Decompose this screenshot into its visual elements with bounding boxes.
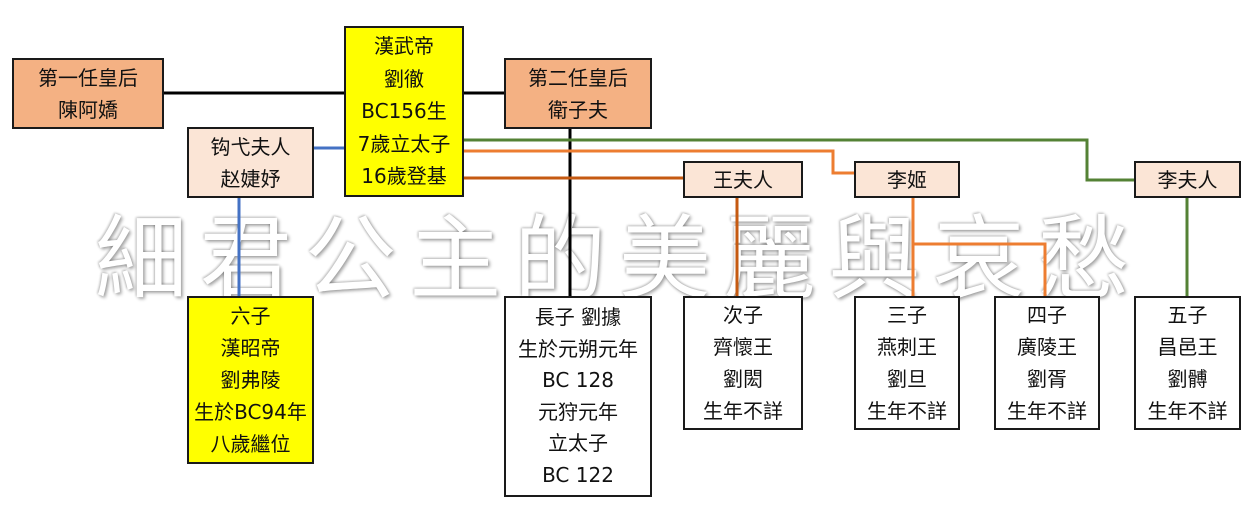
third-son-box: 三子 燕刺王 劉旦 生年不詳 [854, 296, 960, 430]
node-text: BC 128 [542, 368, 614, 392]
node-text: 廣陵王 [1017, 335, 1077, 359]
fourth-son-box: 四子 廣陵王 劉胥 生年不詳 [994, 296, 1100, 430]
node-text: 漢昭帝 [220, 336, 281, 360]
connector-emperor-liji [463, 149, 855, 175]
node-text: 李夫人 [1157, 167, 1218, 192]
node-text: 赵婕妤 [220, 166, 281, 191]
second-empress-box: 第二任皇后 衛子夫 [504, 58, 652, 129]
node-text: 劉胥 [1027, 367, 1067, 391]
connector-liji-son4 [913, 242, 1047, 297]
consort-lifuren-box: 李夫人 [1134, 161, 1241, 198]
consort-liji-box: 李姬 [854, 161, 960, 198]
fifth-son-box: 五子 昌邑王 劉髆 生年不詳 [1134, 296, 1241, 430]
node-text: 钩弋夫人 [210, 134, 291, 159]
node-text: 生年不詳 [703, 399, 783, 423]
node-text: 生年不詳 [1007, 399, 1087, 423]
connector-emperor-lifuren [463, 138, 1135, 182]
node-text: BC 122 [542, 462, 614, 487]
first-empress-box: 第一任皇后 陳阿嬌 [12, 58, 164, 129]
node-text: BC156生 [361, 99, 447, 124]
node-text: 元狩元年 [538, 399, 618, 424]
node-text: 李姬 [887, 167, 927, 192]
node-text: 昌邑王 [1157, 335, 1218, 359]
sixth-son-box: 六子 漢昭帝 劉弗陵 生於BC94年 八歲繼位 [187, 296, 314, 464]
node-text: 漢武帝 [374, 34, 434, 59]
node-text: 燕刺王 [877, 335, 937, 359]
node-text: 衛子夫 [548, 97, 608, 122]
node-text: 劉旦 [887, 367, 927, 391]
node-text: 生於BC94年 [194, 400, 307, 424]
consort-wang-box: 王夫人 [683, 161, 803, 198]
node-text: 五子 [1167, 303, 1208, 327]
node-text: 生年不詳 [867, 399, 947, 423]
node-text: 陳阿嬌 [58, 97, 118, 122]
node-text: 次子 [723, 303, 763, 327]
node-text: 劉弗陵 [220, 368, 281, 392]
emperor-box: 漢武帝 劉徹 BC156生 7歲立太子 16歲登基 [344, 26, 464, 197]
node-text: 齊懷王 [713, 335, 773, 359]
node-text: 16歲登基 [361, 164, 447, 189]
second-son-box: 次子 齊懷王 劉閎 生年不詳 [683, 296, 803, 430]
node-text: 立太子 [548, 431, 608, 455]
node-text: 八歲繼位 [210, 432, 291, 456]
consort-gouyi-box: 钩弋夫人 赵婕妤 [187, 127, 314, 198]
node-text: 7歲立太子 [357, 131, 451, 156]
node-text: 生年不詳 [1147, 399, 1228, 423]
node-text: 劉髆 [1167, 367, 1208, 391]
node-text: 三子 [887, 303, 927, 327]
node-text: 第二任皇后 [528, 65, 628, 90]
node-text: 劉徹 [384, 66, 424, 91]
node-text: 王夫人 [713, 167, 773, 192]
node-text: 第一任皇后 [38, 65, 138, 90]
node-text: 長子 劉據 [534, 305, 622, 329]
node-text: 生於元朔元年 [518, 336, 638, 361]
node-text: 劉閎 [723, 367, 763, 391]
node-text: 六子 [230, 304, 271, 328]
node-text: 四子 [1027, 303, 1067, 327]
eldest-son-box: 長子 劉據 生於元朔元年 BC 128 元狩元年 立太子 BC 122 [504, 296, 652, 497]
